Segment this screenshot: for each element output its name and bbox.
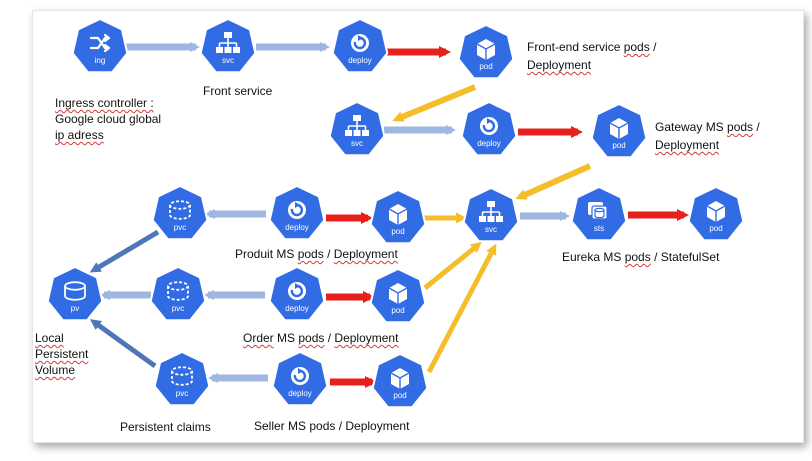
frontend-label-text: Front-end service	[527, 40, 624, 54]
gateway-label-deployment: Deployment	[655, 138, 720, 152]
node-seller-deploy: deploy	[271, 351, 329, 407]
arrow-pvc1-to-pv	[89, 229, 160, 273]
circular-arrow-icon	[286, 199, 308, 221]
node-label: pvc	[176, 389, 188, 398]
produit-label: Produit MS pods / Deployment	[235, 247, 398, 262]
node-label: pod	[479, 62, 492, 71]
node-front-svc: svc	[199, 18, 257, 74]
node-label: svc	[485, 225, 497, 234]
order-label-ms: MS	[273, 331, 299, 345]
node-label: svc	[222, 56, 234, 65]
node-central-svc: svc	[462, 187, 520, 243]
seller-label: Seller MS pods / Deployment	[254, 419, 410, 433]
ingress-label-line-3: ip adress	[55, 128, 104, 142]
local-pv-label-line-2: Persistent	[35, 347, 89, 361]
eureka-label-text: Eureka MS	[562, 250, 625, 264]
arrow-pod-front-to-gw-svc	[392, 84, 477, 122]
node-ing: ing	[71, 18, 129, 74]
node-prod-deploy: deploy	[268, 185, 326, 241]
node-label: pod	[709, 224, 722, 233]
gateway-label-sep: /	[753, 120, 760, 134]
ingress-label-line-2: Google cloud global	[55, 112, 162, 126]
persistent-claims-label: Persistent claims	[120, 420, 211, 434]
eureka-label: Eureka MS pods / StatefulSet	[562, 250, 719, 265]
front-service-label: Front service	[203, 84, 273, 98]
node-pvc1: pvc	[151, 185, 209, 241]
node-eureka-pod: pod	[687, 186, 745, 242]
frontend-label-sep: /	[649, 40, 657, 54]
node-gw-pod: pod	[590, 103, 648, 159]
gateway-label: Gateway MS pods / Deployment	[655, 118, 760, 154]
node-label: ing	[95, 56, 106, 65]
eureka-label-sep: / StatefulSet	[650, 250, 720, 264]
node-pv: pv	[46, 266, 104, 322]
circular-arrow-icon	[349, 32, 371, 54]
node-shape	[46, 266, 104, 322]
node-label: svc	[351, 139, 363, 148]
node-label: pod	[612, 141, 625, 150]
node-sts: sts	[570, 186, 628, 242]
node-label: sts	[594, 224, 604, 233]
circular-arrow-icon	[289, 365, 311, 387]
node-seller-pod: pod	[371, 353, 429, 409]
node-label: pv	[71, 304, 79, 313]
produit-label-sep: /	[323, 247, 334, 261]
frontend-label-pods: pods	[623, 40, 650, 54]
node-gw-deploy: deploy	[460, 101, 518, 157]
node-shape	[149, 266, 207, 322]
gateway-label-pods: pods	[727, 120, 754, 134]
local-pv-label-line-3: Volume	[35, 363, 76, 377]
node-label: pvc	[174, 223, 186, 232]
order-label-deployment: Deployment	[334, 331, 399, 345]
order-label-order: Order	[243, 331, 274, 345]
order-label: Order MS pods / Deployment	[243, 331, 398, 346]
node-label: deploy	[288, 389, 312, 398]
node-label: pod	[393, 391, 406, 400]
node-label: deploy	[285, 304, 309, 313]
produit-label-deployment: Deployment	[333, 247, 398, 261]
node-shape	[153, 351, 211, 407]
node-label: pvc	[172, 304, 184, 313]
arrow-pvc3-to-pv	[89, 319, 157, 369]
node-front-deploy: deploy	[331, 18, 389, 74]
node-order-deploy: deploy	[268, 266, 326, 322]
nodes-layer: ing svc deploy pod svc deploy pod svc sts pod pvc d…	[46, 18, 745, 409]
circular-arrow-icon	[286, 280, 308, 302]
frontend-label: Front-end service pods / Deployment	[527, 38, 656, 74]
local-pv-label: Local Persistent Volume	[35, 330, 88, 378]
node-order-pod: pod	[369, 268, 427, 324]
node-label: deploy	[348, 56, 372, 65]
produit-label-pods: pods	[297, 247, 324, 261]
node-label: pod	[391, 306, 404, 315]
arrows-layer	[89, 42, 689, 388]
node-label: pod	[391, 227, 404, 236]
local-pv-label-line-1: Local	[35, 331, 64, 345]
frontend-label-deployment: Deployment	[527, 58, 592, 72]
gateway-label-text: Gateway MS	[655, 120, 728, 134]
node-label: deploy	[285, 223, 309, 232]
node-front-pod: pod	[457, 24, 515, 80]
node-gw-svc: svc	[328, 101, 386, 157]
order-label-pods: pods	[298, 331, 325, 345]
node-shape	[151, 185, 209, 241]
arrow-gw-pod-to-central-svc	[515, 163, 592, 200]
circular-arrow-icon	[478, 115, 500, 137]
ingress-label: Ingress controller : Google cloud global…	[55, 95, 161, 143]
order-label-sep: /	[324, 331, 335, 345]
ingress-label-line-1: Ingress controller :	[55, 96, 154, 110]
eureka-label-pods: pods	[624, 250, 651, 264]
arrow-seller-pod-to-central-svc	[426, 243, 497, 374]
node-pvc3: pvc	[153, 351, 211, 407]
produit-label-text: Produit MS	[235, 247, 298, 261]
node-prod-pod: pod	[369, 189, 427, 245]
arrow-order-pod-to-central-svc	[423, 241, 482, 290]
node-pvc2: pvc	[149, 266, 207, 322]
node-label: deploy	[477, 139, 501, 148]
